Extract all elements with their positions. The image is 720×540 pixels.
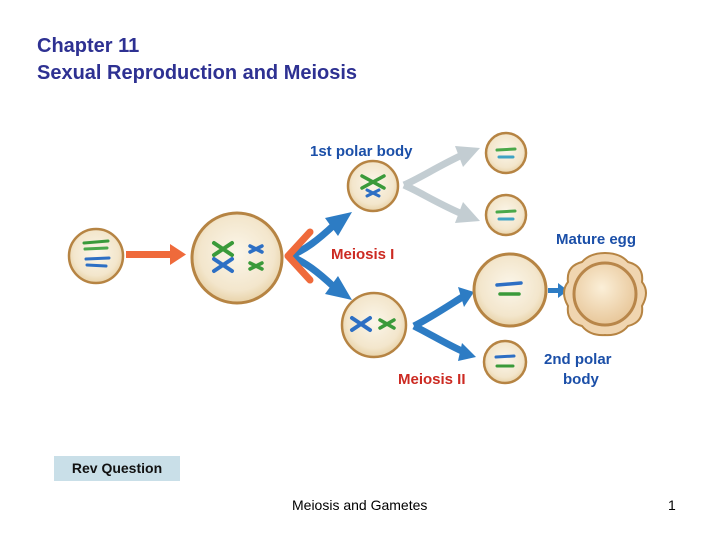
polar-body-division-arrows	[402, 146, 480, 223]
page-number: 1	[668, 497, 676, 513]
label-first-polar-body: 1st polar body	[310, 143, 413, 160]
rev-question-button[interactable]: Rev Question	[54, 456, 180, 481]
oogonium-cell	[67, 227, 125, 285]
label-second-polar-line2: body	[563, 371, 599, 388]
label-meiosis-two: Meiosis II	[398, 371, 466, 388]
label-meiosis-one: Meiosis I	[331, 246, 394, 263]
mature-egg	[563, 251, 647, 337]
title-line-topic: Sexual Reproduction and Meiosis	[37, 62, 358, 84]
slide-footer: Meiosis and Gametes	[292, 497, 428, 513]
label-second-polar-line1: 2nd polar	[544, 351, 612, 368]
polar-body-product-bottom	[484, 193, 528, 237]
ootid-cell	[472, 252, 548, 328]
secondary-oocyte-cell	[340, 291, 408, 359]
meiosis-two-fork-arrows	[412, 287, 476, 361]
second-polar-body-cell	[482, 339, 528, 385]
arrow-to-primary-oocyte	[126, 244, 186, 265]
slide-title: Chapter 11 Sexual Reproduction and Meios…	[37, 33, 357, 87]
meiosis-one-fork-arrows	[284, 212, 352, 300]
first-polar-body-cell	[346, 159, 400, 213]
label-mature-egg: Mature egg	[556, 231, 636, 248]
arrow-to-mature-egg	[548, 283, 568, 298]
primary-oocyte-cell	[190, 211, 284, 305]
title-line-chapter: Chapter 11	[37, 35, 140, 57]
polar-body-product-top	[484, 131, 528, 175]
